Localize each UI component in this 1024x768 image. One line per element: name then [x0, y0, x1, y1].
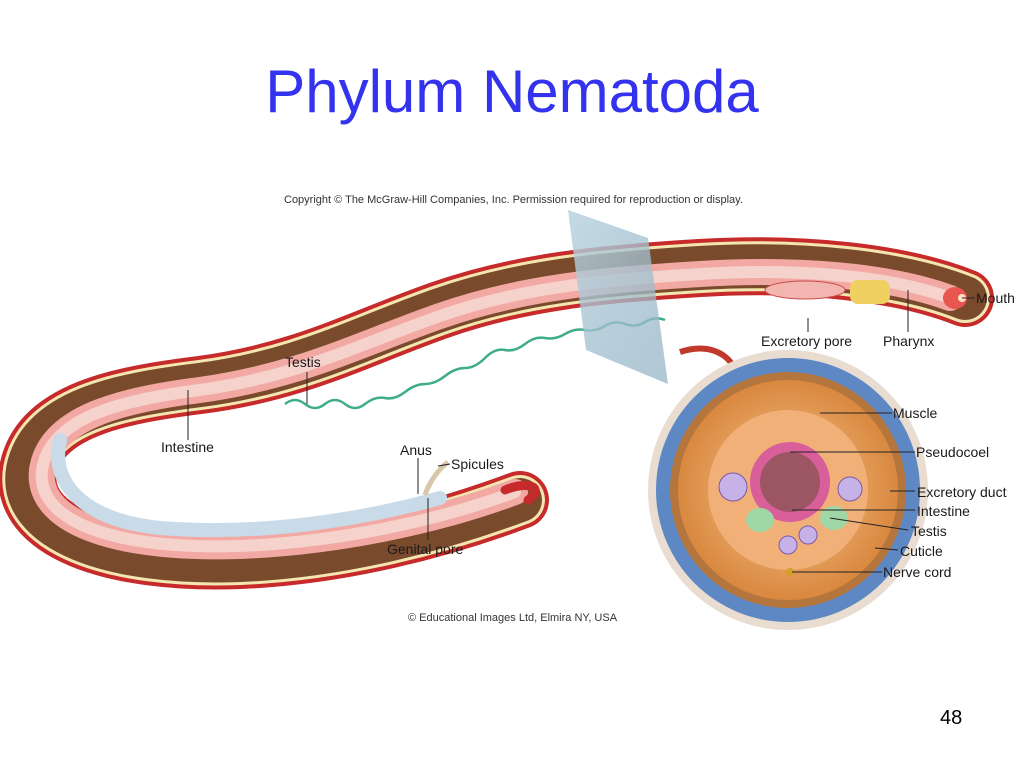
label-nerve-cord: Nerve cord — [883, 564, 951, 580]
slide-number: 48 — [940, 707, 963, 729]
section-plane — [568, 210, 668, 384]
label-mouth: Mouth — [976, 290, 1015, 306]
label-xs-testis: Testis — [911, 523, 947, 539]
label-muscle: Muscle — [893, 405, 938, 421]
cross-section — [648, 350, 928, 630]
label-spicules: Spicules — [451, 456, 504, 472]
copyright-notice: Copyright © The McGraw-Hill Companies, I… — [284, 194, 743, 206]
label-pseudocoel: Pseudocoel — [916, 444, 989, 460]
label-intestine: Intestine — [161, 439, 214, 455]
image-credit: © Educational Images Ltd, Elmira NY, USA — [408, 612, 618, 624]
worm-body — [0, 237, 994, 590]
label-genital-pore: Genital pore — [387, 541, 463, 557]
label-anus: Anus — [400, 442, 432, 458]
label-cuticle: Cuticle — [900, 543, 943, 559]
slide-title: Phylum Nematoda — [265, 58, 759, 125]
label-excretory-duct: Excretory duct — [917, 484, 1007, 500]
label-testis: Testis — [285, 354, 321, 370]
label-excretory-pore: Excretory pore — [761, 333, 852, 349]
label-pharynx: Pharynx — [883, 333, 934, 349]
leader-lines — [187, 290, 975, 573]
label-xs-intestine: Intestine — [917, 503, 970, 519]
